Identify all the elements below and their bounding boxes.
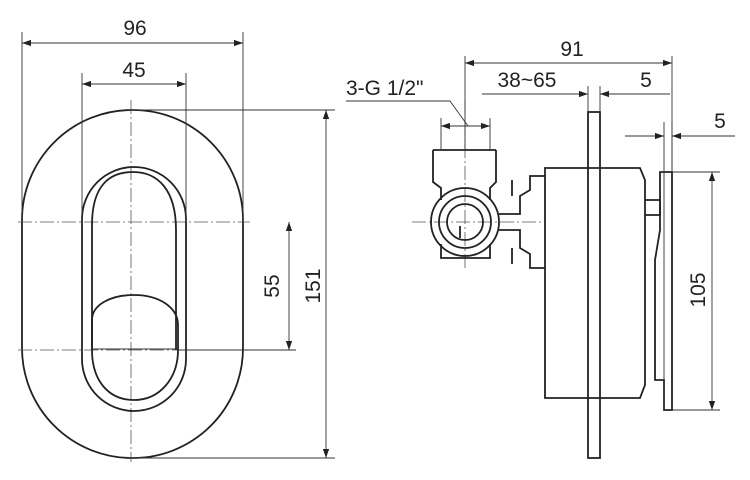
thread-label: 3-G 1/2" — [346, 77, 424, 100]
front-lever-knob — [91, 294, 179, 401]
dim-3865-label: 38~65 — [498, 69, 557, 92]
handle-stem — [645, 199, 661, 216]
dim-91-label: 91 — [560, 38, 583, 61]
side-view: 91 38~65 5 3-G 1/2" 5 105 — [346, 38, 735, 459]
front-plate-outline — [21, 109, 244, 459]
thread-leader-diag — [449, 100, 469, 127]
dim-handle-label: 5 — [714, 110, 726, 133]
dim-plate-label: 5 — [640, 69, 652, 92]
front-lever-slot — [81, 166, 187, 412]
valve-lower-body — [440, 244, 491, 259]
valve-port-inner — [446, 203, 484, 241]
dim-55-label: 55 — [261, 274, 284, 297]
valve-neck — [499, 175, 545, 269]
valve-port-outer — [430, 187, 500, 257]
dim-96-label: 96 — [123, 17, 146, 40]
front-view: 96 45 151 55 — [18, 17, 335, 462]
inlet-connector — [432, 149, 497, 200]
wall-plate — [587, 111, 601, 459]
dim-105-label: 105 — [687, 272, 710, 307]
front-lever-body — [91, 171, 177, 350]
cartridge-housing — [544, 167, 646, 399]
valve-port-mid — [438, 195, 492, 249]
dim-151-label: 151 — [302, 268, 325, 303]
handle-profile — [654, 171, 673, 411]
dim-45-label: 45 — [122, 59, 145, 82]
